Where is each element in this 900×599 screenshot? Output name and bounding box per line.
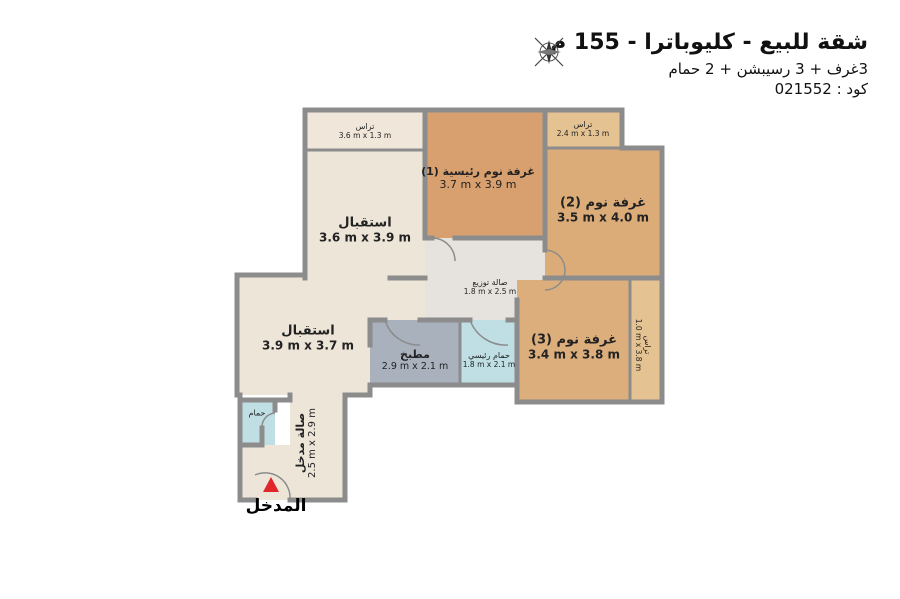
compass-rose-icon: [534, 37, 564, 67]
entrance-arrow-icon: [263, 477, 279, 492]
entrance-label: المدخل: [245, 496, 307, 516]
bedroom-3: [517, 280, 630, 402]
reception-1: [305, 150, 425, 278]
room-label-bedroom-3: غرفة نوم (3)3.4 m x 3.8 m: [528, 332, 620, 362]
room-label-master-bedroom: غرفة نوم رئيسية (1)3.7 m x 3.9 m: [421, 165, 535, 191]
room-label-small-bathroom: حمام: [248, 408, 266, 418]
small-bathroom: [240, 400, 275, 445]
walls: [234, 107, 665, 503]
listing-title: شقة للبيع - كليوباترا - 155 م: [550, 30, 868, 55]
room-label-bedroom-2: غرفة نوم (2)3.5 m x 4.0 m: [557, 195, 649, 225]
master-bedroom: [425, 110, 545, 238]
terrace-3: [630, 280, 662, 402]
doors: [254, 237, 566, 501]
terrace-1: [305, 110, 425, 150]
terrace-2: [545, 110, 622, 148]
bedroom-2: [545, 148, 662, 278]
reception-2: [237, 275, 425, 500]
listing-code: كود : 021552: [774, 80, 868, 98]
listing-subtitle: 3غرف + 3 رسيبشن + 2 حمام: [668, 60, 868, 78]
kitchen: [370, 320, 460, 385]
main-bathroom: [460, 320, 517, 385]
